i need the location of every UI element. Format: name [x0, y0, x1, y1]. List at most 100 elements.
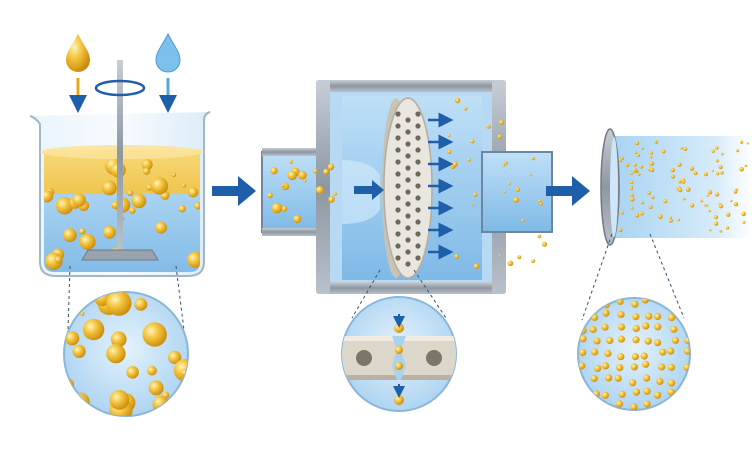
oil-droplet [721, 152, 724, 156]
oil-droplet [685, 187, 691, 192]
membrane-pore [395, 195, 401, 201]
oil-droplet [541, 241, 548, 247]
oil-droplet [677, 218, 681, 222]
oil-droplet [106, 292, 132, 316]
oil-droplet [707, 190, 713, 195]
membrane-pore [395, 243, 401, 249]
oil-droplet [631, 300, 639, 308]
oil-droplet [718, 165, 723, 170]
oil-droplet [502, 163, 506, 167]
oil-droplet [473, 263, 480, 269]
oil-droplet [503, 190, 506, 194]
oil-droplet [649, 161, 654, 166]
oil-droplet [636, 153, 641, 157]
oil-droplet [633, 168, 637, 172]
oil-droplet [647, 191, 651, 195]
oil-droplet [668, 314, 676, 322]
oil-droplet [641, 298, 649, 304]
oil-droplet [181, 183, 187, 188]
oil-droplet [744, 164, 748, 168]
oil-droplet [618, 158, 623, 163]
oil-droplet [447, 149, 452, 154]
oil-droplet [148, 380, 164, 396]
oil-droplet [470, 139, 475, 144]
oil-droplet [659, 348, 667, 356]
oil-droplet [719, 229, 723, 233]
oil-droplet [601, 323, 609, 331]
oil-droplet [746, 142, 749, 145]
product-tube [600, 128, 752, 246]
oil-droplet [730, 199, 733, 203]
oil-droplet [716, 172, 720, 176]
oil-droplet [313, 168, 318, 174]
oil-droplet [654, 312, 662, 320]
oil-droplet [281, 205, 288, 212]
oil-droplet [690, 203, 695, 208]
membrane-pore [405, 117, 411, 123]
oil-droplet [578, 298, 586, 305]
oil-droplet [323, 168, 330, 175]
oil-droplet [733, 202, 739, 207]
membrane-pore [405, 213, 411, 219]
oil-droplet [630, 185, 634, 188]
oil-droplet [680, 146, 684, 150]
oil-droplet [667, 363, 676, 371]
oil-droplet [110, 331, 127, 348]
oil-droplet [670, 325, 678, 333]
oil-droplet [645, 312, 653, 320]
oil-droplet [682, 379, 690, 387]
oil-droplet [507, 260, 514, 267]
oil-droplet [328, 196, 335, 203]
oil-droplet [684, 403, 690, 410]
oil-droplet [594, 364, 602, 373]
water-drop-icon [155, 32, 181, 73]
oil-droplet [150, 177, 169, 195]
oil-droplet [630, 403, 638, 410]
stirrer-impeller [81, 249, 159, 261]
rotation-icon [94, 79, 146, 97]
oil-droplet [711, 149, 715, 153]
stirrer-shaft [117, 60, 123, 250]
membrane-pore [405, 141, 411, 147]
oil-droplet [643, 387, 651, 395]
collection-tube-body [612, 136, 752, 238]
membrane-pore [415, 183, 421, 189]
oil-droplet [155, 221, 168, 234]
oil-droplet [578, 312, 587, 320]
oil-droplet [631, 353, 640, 361]
oil-droplet [630, 172, 633, 175]
oil-droplet [635, 141, 640, 146]
oil-droplet [129, 207, 136, 214]
membrane-pores [395, 111, 421, 267]
zoom-guide-left [67, 265, 71, 331]
oil-droplet [103, 225, 116, 239]
membrane-pore [405, 225, 411, 231]
oil-droplet [689, 166, 695, 171]
oil-droplet [725, 226, 730, 230]
oil-droplet [633, 163, 637, 167]
oil-droplet [71, 298, 80, 307]
oil-droplet [594, 399, 602, 407]
oil-droplet [617, 335, 626, 343]
oil-droplet [711, 169, 714, 172]
oil-droplet [706, 204, 709, 207]
oil-droplet [298, 170, 307, 180]
membrane-pore [405, 237, 411, 243]
oil-droplet [82, 318, 105, 341]
oil-droplet [602, 362, 610, 370]
oil-droplet [168, 350, 182, 364]
membrane-pore [415, 195, 421, 201]
membrane-pore [395, 207, 401, 213]
oil-droplet [740, 140, 744, 144]
oil-droplet [287, 170, 298, 181]
oil-droplet [282, 184, 286, 188]
oil-droplet [708, 209, 711, 213]
membrane-pore [395, 219, 401, 225]
oil-droplet [678, 180, 682, 184]
oil-droplet [683, 147, 688, 152]
oil-droplet [726, 212, 731, 217]
oil-droplet [593, 337, 601, 345]
oil-droplet [639, 165, 644, 169]
oil-droplet [684, 347, 690, 355]
